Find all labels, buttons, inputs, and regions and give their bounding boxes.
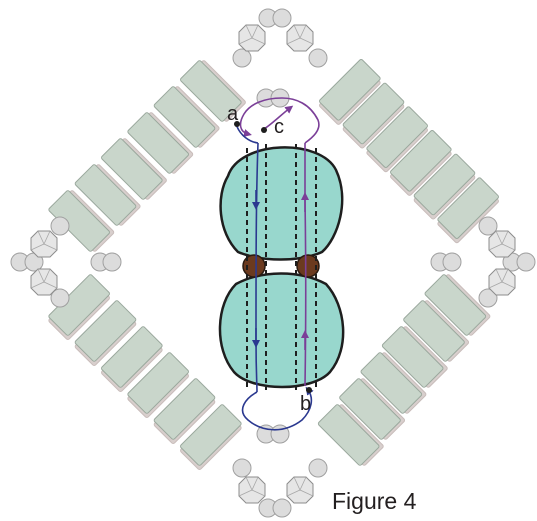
corner-bead-clusters	[10, 8, 536, 518]
round-bead	[478, 216, 498, 236]
round-bead	[102, 252, 122, 272]
blue-thread-loop	[241, 386, 314, 431]
rectangular-bead	[437, 177, 499, 244]
rectangular-bead	[403, 300, 470, 362]
rectangular-bead	[127, 352, 189, 419]
point-a-dot	[234, 121, 240, 127]
crystal-bead	[30, 230, 58, 258]
figure-caption: Figure 4	[332, 488, 417, 514]
rectangular-bead	[339, 378, 406, 440]
rectangular-bead	[381, 326, 448, 388]
crystal-bead	[286, 24, 314, 52]
point-markers	[234, 121, 312, 393]
crystal-bead	[488, 268, 516, 296]
center-beads	[218, 146, 345, 389]
point-c-dot	[261, 127, 267, 133]
rectangular-bead	[424, 274, 491, 336]
rectangular-bead	[74, 300, 137, 367]
rectangular-bead	[413, 153, 476, 220]
crystal-bead	[238, 24, 266, 52]
rectangular-bead	[390, 130, 452, 196]
rectangular-bead	[48, 190, 115, 252]
rectangular-bead	[319, 59, 381, 125]
rectangular-bead	[366, 106, 428, 173]
round-bead	[50, 288, 70, 308]
blue-thread-down	[255, 142, 259, 393]
point-a-label: a	[227, 103, 239, 125]
thread-tail-c	[263, 105, 294, 130]
rectangular-bead	[153, 378, 216, 445]
round-bead	[478, 288, 498, 308]
round-bead	[308, 458, 328, 478]
rectangular-bead	[48, 274, 110, 341]
round-bead	[272, 8, 292, 28]
round-bead	[232, 48, 252, 68]
rectangular-bead	[180, 60, 246, 122]
round-bead	[272, 498, 292, 518]
rectangular-bead	[180, 404, 242, 471]
crystal-bead	[238, 476, 266, 504]
upper-center-bead	[219, 146, 344, 261]
rectangular-bead	[101, 138, 167, 200]
rectangular-bead	[317, 404, 384, 466]
crystal-bead	[30, 268, 58, 296]
bead-holes	[246, 144, 317, 390]
rectangular-bead-rows	[48, 59, 499, 471]
round-bead	[232, 458, 252, 478]
round-bead	[308, 48, 328, 68]
rectangular-bead	[342, 82, 405, 149]
thread-paths	[235, 97, 320, 431]
lower-center-bead	[218, 272, 345, 389]
round-bead	[516, 252, 536, 272]
rectangular-bead	[153, 86, 220, 148]
point-b-dot	[306, 387, 312, 393]
rectangular-bead	[74, 164, 141, 226]
round-bead	[50, 216, 70, 236]
point-c-label: c	[274, 116, 284, 138]
rectangular-bead	[360, 352, 427, 414]
crystal-bead	[488, 230, 516, 258]
purple-thread-loop	[239, 97, 320, 144]
rectangular-bead	[101, 326, 163, 393]
point-b-label: b	[300, 393, 311, 415]
rectangular-bead	[127, 112, 194, 174]
round-bead	[442, 252, 462, 272]
crystal-bead	[286, 476, 314, 504]
